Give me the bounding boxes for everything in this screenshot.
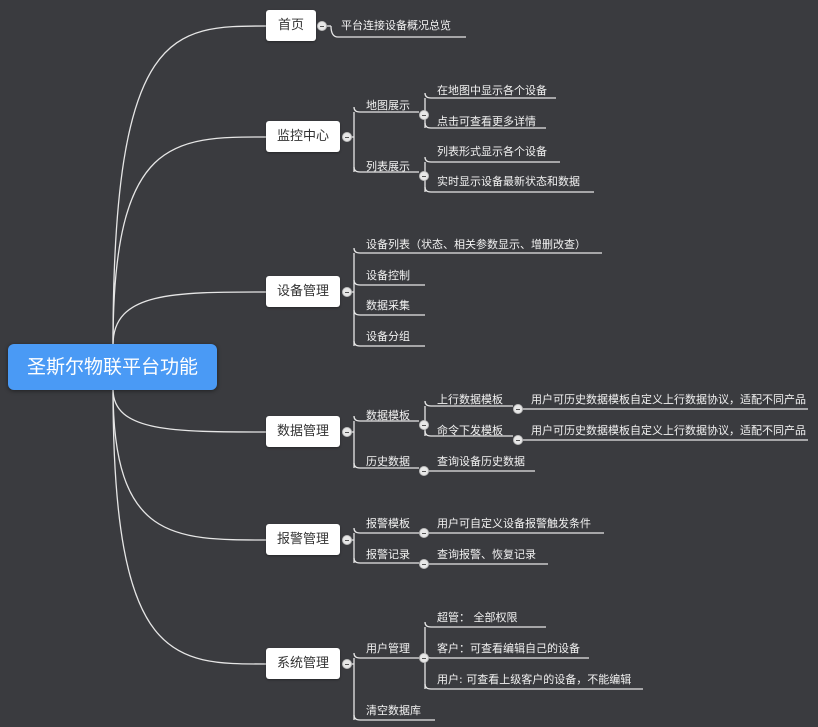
collapse-toggle-map-display[interactable] — [419, 110, 429, 120]
sub-device-list[interactable]: 设备列表（状态、相关参数显示、增删改查） — [366, 238, 586, 251]
leaf-map-show-devices[interactable]: 在地图中显示各个设备 — [437, 84, 547, 97]
leaf-device-overview[interactable]: 平台连接设备概况总览 — [341, 19, 451, 32]
root-link-4 — [112, 388, 267, 541]
root-link-1 — [112, 136, 267, 346]
sub-data-template[interactable]: 数据模板 — [366, 409, 410, 422]
sub-device-control[interactable]: 设备控制 — [366, 269, 410, 282]
sub-user-management[interactable]: 用户管理 — [366, 642, 410, 655]
sub-alarm-template[interactable]: 报警模板 — [366, 517, 410, 530]
collapse-toggle-command-template[interactable] — [513, 435, 523, 445]
data-bracket-branch-1 — [353, 462, 419, 469]
leaf-list-show-devices[interactable]: 列表形式显示各个设备 — [437, 145, 547, 158]
root-link-3 — [112, 388, 267, 433]
sub-command-template[interactable]: 命令下发模板 — [437, 424, 503, 437]
leaf-map-click-details[interactable]: 点击可查看更多详情 — [437, 115, 536, 128]
branch-system-management[interactable]: 系统管理 — [266, 648, 340, 679]
user-bracket-branch-0 — [424, 621, 546, 628]
root-node[interactable]: 圣斯尔物联平台功能 — [8, 344, 217, 390]
device-bracket-branch-3 — [353, 340, 425, 347]
collapse-toggle-alarm-record[interactable] — [419, 559, 429, 569]
leaf-list-realtime-status[interactable]: 实时显示设备最新状态和数据 — [437, 175, 580, 188]
leaf-uplink-template-desc[interactable]: 用户可历史数据模板自定义上行数据协议，适配不同产品 — [531, 393, 806, 406]
collapse-toggle-uplink-template[interactable] — [513, 404, 523, 414]
list-bracket-branch-0 — [424, 156, 560, 163]
collapse-toggle-data-mgmt[interactable] — [342, 427, 352, 437]
collapse-toggle-data-template[interactable] — [419, 420, 429, 430]
home-leaf-underline — [330, 25, 466, 38]
list-bracket-branch-1 — [424, 186, 594, 193]
template-bracket-branch-1 — [424, 430, 513, 437]
system-bracket-branch-0 — [353, 652, 419, 659]
branch-home[interactable]: 首页 — [266, 10, 316, 41]
sub-device-group[interactable]: 设备分组 — [366, 330, 410, 343]
collapse-toggle-list-display[interactable] — [419, 171, 429, 181]
sub-uplink-template[interactable]: 上行数据模板 — [437, 393, 503, 406]
branch-data-management[interactable]: 数据管理 — [266, 416, 340, 447]
collapse-toggle-alarm-template[interactable] — [419, 528, 429, 538]
collapse-toggle-home[interactable] — [317, 21, 327, 31]
collapse-toggle-system-mgmt[interactable] — [342, 659, 352, 669]
monitor-bracket-branch-1 — [353, 166, 419, 173]
leaf-query-alarm[interactable]: 查询报警、恢复记录 — [437, 548, 536, 561]
leaf-customer[interactable]: 客户：可查看编辑自己的设备 — [437, 642, 580, 655]
leaf-command-template-desc[interactable]: 用户可历史数据模板自定义上行数据协议，适配不同产品 — [531, 424, 806, 437]
device-bracket-branch-0 — [353, 247, 602, 254]
branch-device-management[interactable]: 设备管理 — [266, 276, 340, 307]
data-bracket-branch-0 — [353, 415, 419, 422]
collapse-toggle-device-mgmt[interactable] — [342, 287, 352, 297]
map-bracket-branch-0 — [424, 92, 556, 99]
sub-clear-database[interactable]: 清空数据库 — [366, 704, 421, 717]
leaf-alarm-trigger[interactable]: 用户可自定义设备报警触发条件 — [437, 517, 591, 530]
device-bracket-branch-1 — [353, 279, 425, 286]
alarm-bracket-branch-0 — [353, 527, 419, 534]
leaf-query-history[interactable]: 查询设备历史数据 — [437, 455, 525, 468]
collapse-toggle-monitor[interactable] — [342, 132, 352, 142]
leaf-user[interactable]: 用户: 可查看上级客户的设备，不能编辑 — [437, 673, 632, 686]
collapse-toggle-history-data[interactable] — [419, 466, 429, 476]
sub-map-display[interactable]: 地图展示 — [366, 99, 410, 112]
collapse-toggle-alarm-mgmt[interactable] — [342, 535, 352, 545]
user-bracket-branch-2 — [424, 683, 643, 690]
template-bracket-branch-0 — [424, 400, 513, 407]
monitor-bracket-branch-0 — [353, 106, 419, 113]
sub-data-collection[interactable]: 数据采集 — [366, 299, 410, 312]
root-link-2 — [112, 291, 267, 346]
alarm-bracket-branch-1 — [353, 557, 419, 564]
map-bracket-branch-1 — [424, 122, 546, 129]
root-link-5 — [112, 388, 267, 665]
sub-list-display[interactable]: 列表展示 — [366, 160, 410, 173]
device-bracket-branch-2 — [353, 309, 425, 316]
leaf-super-admin[interactable]: 超管： 全部权限 — [437, 611, 518, 624]
sub-alarm-record[interactable]: 报警记录 — [366, 548, 410, 561]
system-bracket-branch-1 — [353, 714, 435, 721]
collapse-toggle-user-mgmt[interactable] — [419, 653, 429, 663]
branch-alarm-management[interactable]: 报警管理 — [266, 524, 340, 555]
sub-history-data[interactable]: 历史数据 — [366, 455, 410, 468]
branch-monitor-center[interactable]: 监控中心 — [266, 121, 340, 152]
root-link-0 — [112, 25, 267, 346]
